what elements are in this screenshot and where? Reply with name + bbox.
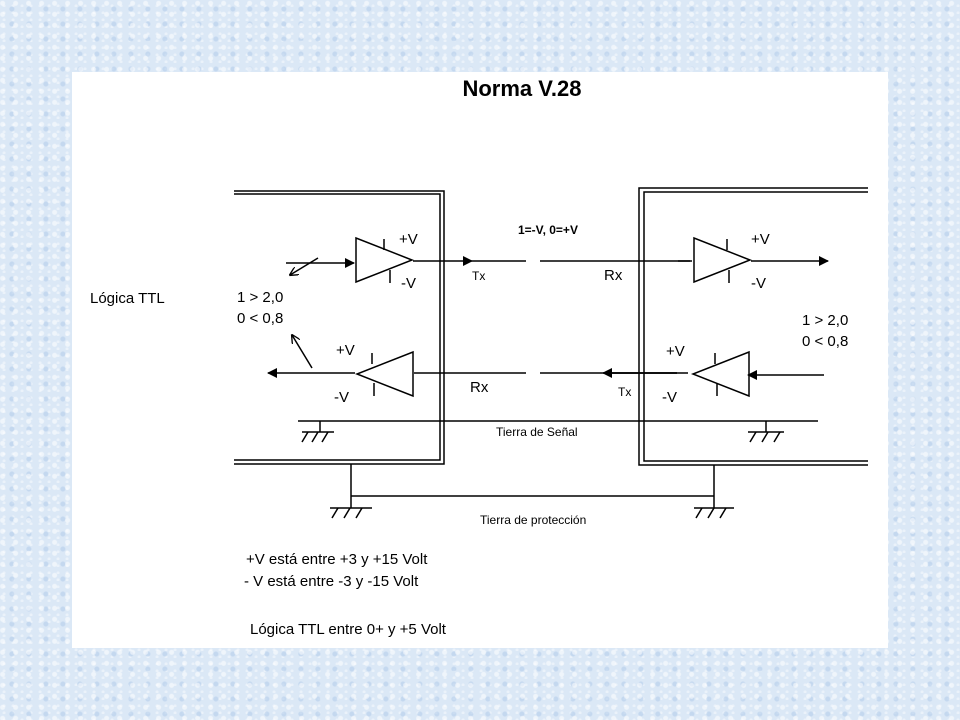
protection-ground-label: Tierra de protección	[480, 513, 586, 527]
right-rx-receiver	[678, 236, 829, 284]
left-rx-minus-v: -V	[334, 389, 349, 406]
right-tx-label: Tx	[618, 385, 631, 399]
left-tx-label: Tx	[472, 269, 485, 283]
right-rx-label: Rx	[604, 267, 623, 284]
note-plus-v-range: +V está entre +3 y +15 Volt	[246, 551, 428, 568]
left-tx-minus-v: -V	[401, 275, 416, 292]
right-tx-driver	[690, 350, 824, 398]
logic-levels-label: 1=-V, 0=+V	[518, 223, 578, 237]
right-tx-minus-v: -V	[662, 389, 677, 406]
protection-ground	[330, 464, 734, 519]
left-rx-plus-v: +V	[336, 342, 355, 359]
left-equipment-box	[234, 190, 445, 465]
left-ttl-zero: 0 < 0,8	[237, 310, 283, 327]
note-ttl-range: Lógica TTL entre 0+ y +5 Volt	[250, 621, 447, 638]
right-rx-minus-v: -V	[751, 275, 766, 292]
left-tx-plus-v: +V	[399, 231, 418, 248]
slide: Norma V.28 +V -V Tx 1=-V, 0=+V Rx +V -V …	[72, 72, 888, 648]
v28-circuit-diagram: Norma V.28 +V -V Tx 1=-V, 0=+V Rx +V -V …	[90, 76, 868, 638]
right-ttl-zero: 0 < 0,8	[802, 333, 848, 350]
left-ttl-logic-label: Lógica TTL	[90, 290, 165, 307]
signal-ground	[298, 420, 818, 443]
page-title: Norma V.28	[462, 76, 581, 101]
left-ttl-one: 1 > 2,0	[237, 289, 283, 306]
right-tx-plus-v: +V	[666, 343, 685, 360]
right-rx-plus-v: +V	[751, 231, 770, 248]
left-tx-driver	[286, 236, 526, 284]
right-equipment-box	[638, 187, 868, 466]
right-ttl-one: 1 > 2,0	[802, 312, 848, 329]
note-minus-v-range: - V está entre -3 y -15 Volt	[244, 573, 419, 590]
signal-ground-label: Tierra de Señal	[496, 425, 578, 439]
left-rx-receiver	[267, 335, 526, 398]
left-rx-label: Rx	[470, 379, 489, 396]
